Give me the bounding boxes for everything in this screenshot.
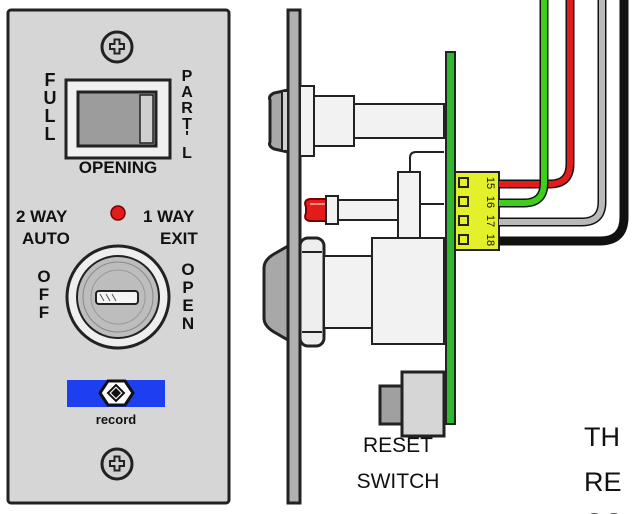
reset-label-line2: SWITCH [357,470,440,493]
pin-label: 15 [484,177,496,189]
key-left-letters: O F F [37,267,50,322]
record-logo-icon: record [67,379,165,427]
logo-text: record [96,412,137,427]
key-left-letter: O [37,267,50,286]
key-right-letter: P [182,278,193,297]
rocker-right-letter: T [182,116,192,133]
pin-label: 16 [484,196,496,208]
rocker-right-letter: A [181,84,193,101]
rocker-right-letters: P A R T ' L [181,68,193,162]
rocker-left-letter: L [45,124,56,144]
label-1way: 1 WAY [143,207,195,226]
terminal-block: 15 16 17 18 [454,171,500,251]
wire-green-outline [499,0,549,208]
status-led-icon [110,205,126,221]
bottom-screw-icon [100,447,134,481]
key-right-letters: O P E N [181,260,194,333]
cropped-text-line3: CO [584,508,625,514]
pcb-board [445,51,456,425]
top-screw-icon [100,30,134,64]
cropped-text-line2: RE [584,467,622,497]
wires [499,0,629,246]
wire-red-outline [499,0,575,189]
key-left-letter: F [39,285,49,304]
key-right-letter: N [182,314,194,333]
reset-label-line1: RESET [363,434,433,457]
rocker-left-letters: F U L L [44,70,57,144]
key-switch[interactable] [65,244,171,350]
rocker-left-letter: U [44,88,57,108]
rocker-caption: OPENING [79,158,157,177]
wire-red [499,0,573,187]
wire-green [499,0,547,206]
label-exit: EXIT [160,229,198,248]
rocker-left-letter: F [45,70,56,90]
side-view: 15 16 17 18 RESET SWITCH TH RE CO [262,0,629,514]
cropped-text-line1: TH [584,422,620,452]
rocker-right-letter: R [181,100,193,117]
wire-grey [499,0,605,225]
led-side-profile [304,151,444,259]
rocker-right-letter: ' [185,129,189,146]
rocker-switch[interactable] [64,78,172,160]
rocker-right-letter: P [182,68,193,85]
rocker-side-profile [268,85,445,157]
rocker-left-letter: L [45,106,56,126]
wire-grey-outline [499,0,607,227]
faceplate-edge [286,8,302,505]
reset-switch-side-profile[interactable] [378,370,446,438]
rocker-right-letter: L [182,145,192,162]
label-2way: 2 WAY [16,207,68,226]
wire-black [499,0,627,244]
front-panel: F U L L P A R T ' L OPENING 2 WAY AUTO 1… [6,8,231,505]
pin-label: 18 [484,234,496,246]
key-left-letter: F [39,303,49,322]
pin-label: 17 [484,215,496,227]
key-right-letter: E [182,296,193,315]
keyswitch-side-profile [262,236,445,348]
key-right-letter: O [181,260,194,279]
label-auto: AUTO [22,229,70,248]
